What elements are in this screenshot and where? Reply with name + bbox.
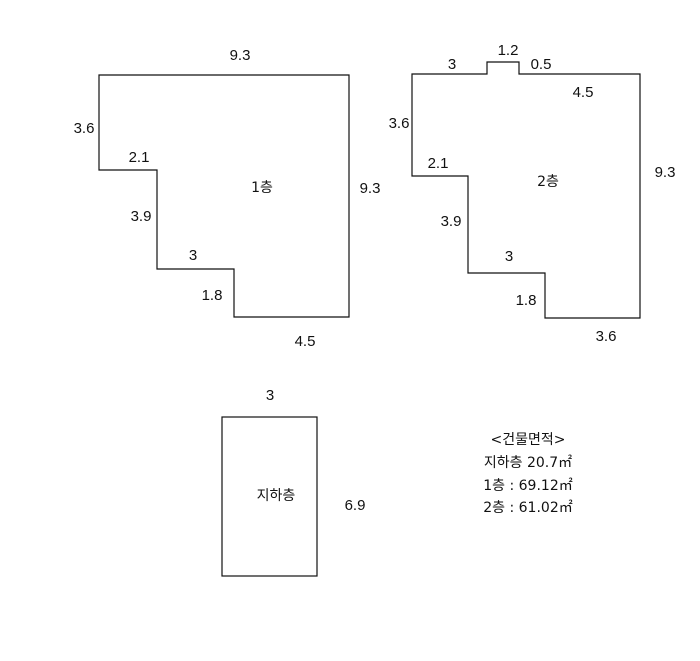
area-summary-title: <건물면적> <box>491 432 566 448</box>
floor1-dim-step1-horizontal: 2.1 <box>129 149 150 166</box>
basement-dim-top: 3 <box>266 387 274 404</box>
floor2-dim-step2-vertical: 1.8 <box>516 292 537 309</box>
floor1-dim-right: 9.3 <box>360 180 381 197</box>
floor2-dim-right: 9.3 <box>655 164 676 181</box>
floor1-dim-step1-vertical: 3.9 <box>131 208 152 225</box>
floor2-dim-notch: 1.2 <box>498 42 519 59</box>
floor2-dim-step1-vertical: 3.9 <box>441 213 462 230</box>
floor2-label: 2층 <box>537 174 559 190</box>
floor1-dim-step2-vertical: 1.8 <box>202 287 223 304</box>
floor1-label: 1층 <box>251 180 273 196</box>
area-summary-basement: 지하층 20.7㎡ <box>484 455 572 471</box>
floor2-dim-bottom: 3.6 <box>596 328 617 345</box>
floor2-dim-top-right-short: 0.5 <box>531 56 552 73</box>
basement-label: 지하층 <box>257 488 296 504</box>
floor1-dim-bottom: 4.5 <box>295 333 316 350</box>
floor2-dim-left: 3.6 <box>389 115 410 132</box>
floor1-dim-step2-horizontal: 3 <box>189 247 197 264</box>
floor2-dim-step1-horizontal: 2.1 <box>428 155 449 172</box>
floor2-dim-step2-horizontal: 3 <box>505 248 513 265</box>
floor2-outline <box>411 61 641 319</box>
floor1-dim-left: 3.6 <box>74 120 95 137</box>
basement-dim-right: 6.9 <box>345 497 366 514</box>
floor2-dim-top-left: 3 <box>448 56 456 73</box>
floor2-dim-top-right: 4.5 <box>573 84 594 101</box>
basement-outline <box>221 416 318 577</box>
area-summary-floor2: 2층 : 61.02㎡ <box>483 500 572 516</box>
floor1-dim-top: 9.3 <box>230 47 251 64</box>
area-summary-floor1: 1층 : 69.12㎡ <box>483 478 572 494</box>
floor1-outline <box>98 74 350 318</box>
